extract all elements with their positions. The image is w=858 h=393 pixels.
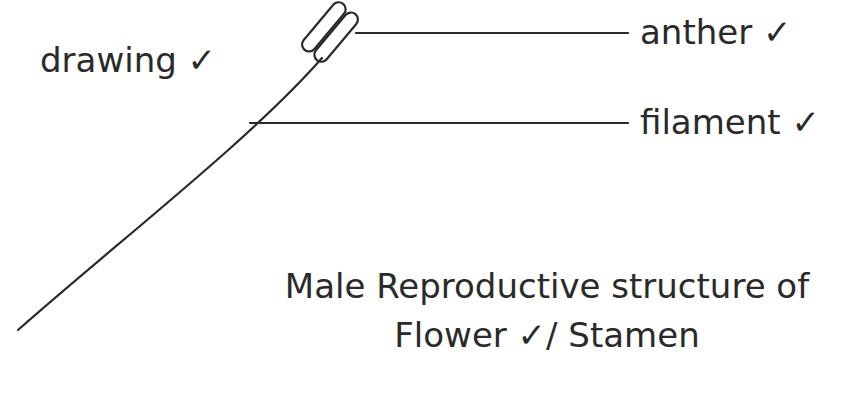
- leader-line: [250, 122, 628, 124]
- anther-lobes: [299, 0, 361, 65]
- part-label: filament ✓: [640, 102, 820, 143]
- caption: Male Reproductive structure of Flower ✓/…: [262, 262, 832, 361]
- leader-line: [356, 32, 628, 34]
- part-label: anther ✓: [640, 12, 791, 53]
- filament-stalk: [18, 58, 322, 330]
- part-label: drawing ✓: [40, 40, 216, 81]
